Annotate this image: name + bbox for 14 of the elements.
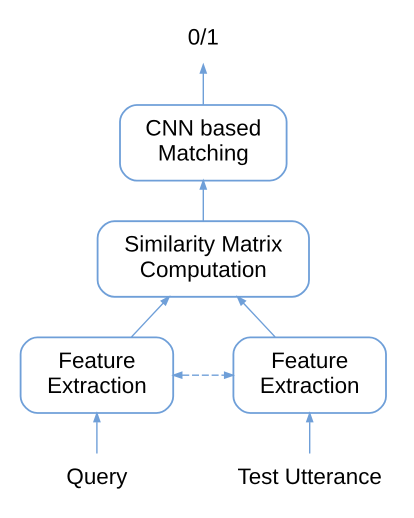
node-text: 0/1: [187, 24, 218, 50]
arrow: [170, 371, 235, 380]
arrow: [130, 295, 170, 338]
node-box: Similarity Matrix Computation: [96, 220, 310, 298]
arrow: [198, 62, 207, 104]
node-text: Query: [66, 464, 127, 490]
node-text: Test Utterance: [237, 464, 382, 490]
node-box: Feature Extraction: [19, 336, 174, 414]
arrow: [198, 178, 207, 222]
node-box: Feature Extraction: [232, 336, 386, 414]
arrow: [92, 411, 100, 454]
node-box: CNN based Matching: [118, 104, 288, 182]
arrow: [305, 411, 314, 454]
arrow: [236, 295, 276, 338]
